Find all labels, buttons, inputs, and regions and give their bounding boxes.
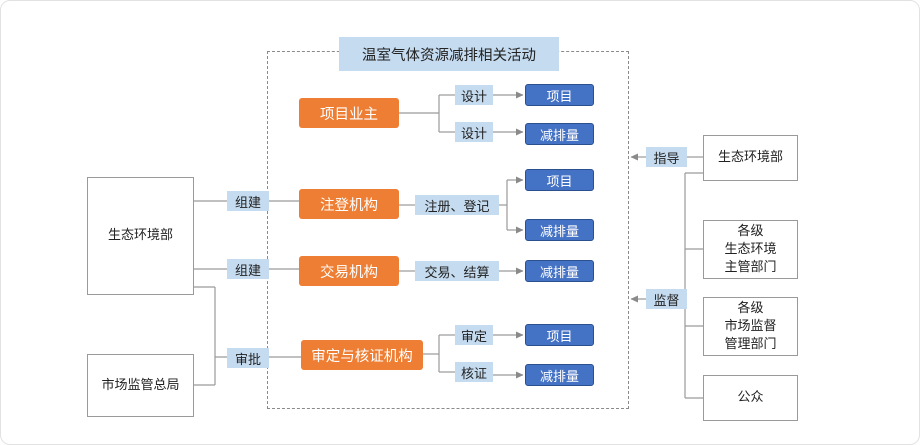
project-owner-node: 项目业主 (299, 98, 399, 128)
verifier-project-output: 项目 (525, 324, 594, 346)
market-admin-node: 市场监管总局 (87, 354, 194, 417)
supervise-label: 监督 (646, 289, 687, 309)
public-node: 公众 (703, 375, 798, 421)
registry-action-label: 注册、登记 (415, 195, 499, 215)
owner-design-label-2: 设计 (455, 122, 493, 142)
verifier-node: 审定与核证机构 (301, 340, 423, 370)
owner-design-label-1: 设计 (455, 85, 493, 105)
diagram-title: 温室气体资源减排相关活动 (339, 37, 559, 71)
owner-project-output: 项目 (525, 84, 594, 106)
right-env-ministry-node: 生态环境部 (703, 135, 798, 181)
left-env-ministry-node: 生态环境部 (87, 177, 194, 295)
local-env-dept-node: 各级 生态环境 主管部门 (703, 220, 798, 279)
exchange-node: 交易机构 (299, 256, 399, 286)
build-label-1: 组建 (227, 191, 269, 211)
exchange-action-label: 交易、结算 (415, 261, 499, 281)
validation-label: 审定 (455, 325, 493, 345)
approve-label: 审批 (227, 348, 269, 368)
build-label-2: 组建 (227, 259, 269, 279)
guide-label: 指导 (646, 147, 687, 167)
verification-label: 核证 (455, 362, 493, 382)
local-market-dept-node: 各级 市场监督 管理部门 (703, 297, 798, 356)
verifier-reduction-output: 减排量 (525, 364, 594, 386)
owner-reduction-output: 减排量 (525, 123, 594, 145)
registry-project-output: 项目 (525, 169, 594, 191)
registry-reduction-output: 减排量 (525, 219, 594, 241)
exchange-reduction-output: 减排量 (525, 260, 594, 282)
registry-node: 注登机构 (299, 189, 399, 219)
